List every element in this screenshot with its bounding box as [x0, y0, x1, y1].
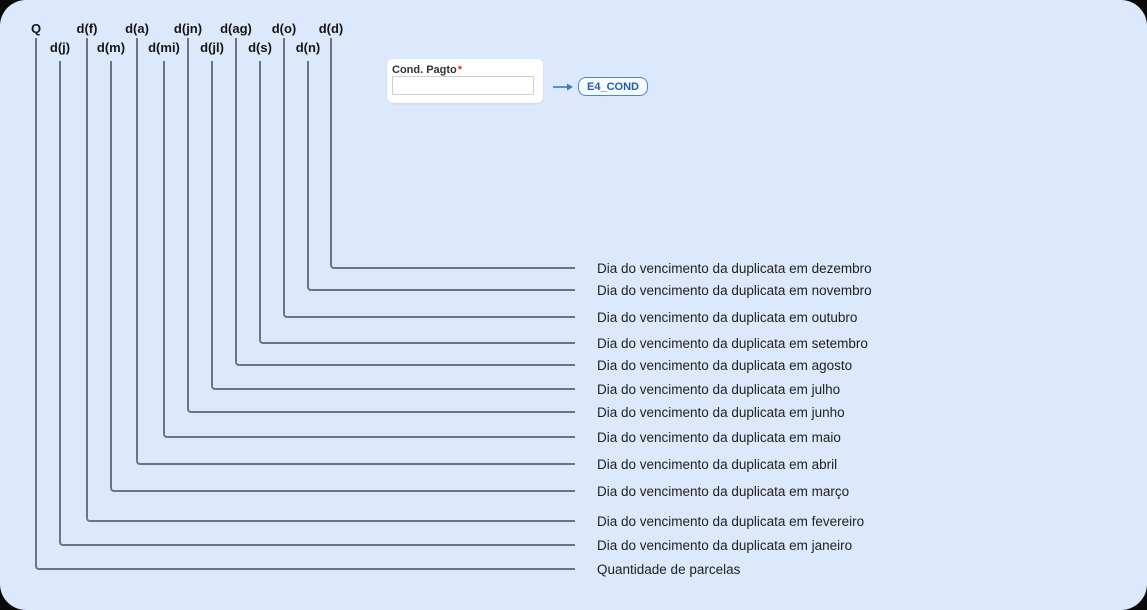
connector-line [235, 38, 575, 366]
field-code-label: d(jl) [200, 40, 224, 55]
connector-line [163, 61, 575, 438]
field-code-label: d(j) [49, 40, 71, 55]
field-code-label: d(s) [248, 40, 272, 55]
field-description: Dia do vencimento da duplicata em maio [597, 430, 841, 445]
cond-pagto-label-text: Cond. Pagto [392, 64, 457, 76]
connector-line [59, 61, 575, 546]
field-description: Dia do vencimento da duplicata em agosto [597, 358, 853, 373]
field-code-label: d(a) [125, 21, 149, 36]
field-code-label: d(o) [271, 21, 297, 36]
connector-line [110, 61, 575, 492]
connector-line [330, 38, 575, 269]
connector-line [283, 38, 575, 318]
field-description: Dia do vencimento da duplicata em março [597, 484, 850, 499]
cond-pagto-label: Cond. Pagto* [392, 64, 462, 76]
field-code-label: d(m) [96, 40, 126, 55]
required-asterisk: * [457, 64, 463, 76]
field-description: Dia do vencimento da duplicata em setemb… [597, 336, 868, 351]
field-description: Dia do vencimento da duplicata em dezemb… [597, 261, 872, 276]
field-description: Quantidade de parcelas [597, 562, 741, 577]
field-description: Dia do vencimento da duplicata em outubr… [597, 310, 858, 325]
field-code-label: d(n) [295, 40, 321, 55]
maps-to-arrow-icon [553, 83, 573, 91]
connector-line [211, 61, 575, 390]
connector-line [187, 38, 575, 413]
cond-pagto-input[interactable] [392, 76, 534, 95]
field-code-label: Q [30, 21, 42, 36]
field-description: Dia do vencimento da duplicata em fevere… [597, 514, 865, 529]
field-description: Dia do vencimento da duplicata em novemb… [597, 283, 872, 298]
connector-line [259, 61, 575, 344]
field-code-label: d(f) [76, 21, 98, 36]
field-code-label: d(mi) [148, 40, 180, 55]
field-description: Dia do vencimento da duplicata em junho [597, 405, 845, 420]
field-code-label: d(ag) [220, 21, 252, 36]
field-description: Dia do vencimento da duplicata em abril [597, 457, 838, 472]
field-code-label: d(jn) [173, 21, 203, 36]
cond-pagto-card: Cond. Pagto* [387, 59, 543, 103]
field-code-label: d(d) [318, 21, 344, 36]
connector-line [35, 38, 575, 570]
connector-line [86, 38, 575, 522]
field-badge-e4-cond: E4_COND [578, 77, 648, 96]
connector-line [136, 38, 575, 465]
field-description: Dia do vencimento da duplicata em janeir… [597, 538, 853, 553]
field-description: Dia do vencimento da duplicata em julho [597, 382, 841, 397]
connector-line [307, 61, 575, 291]
